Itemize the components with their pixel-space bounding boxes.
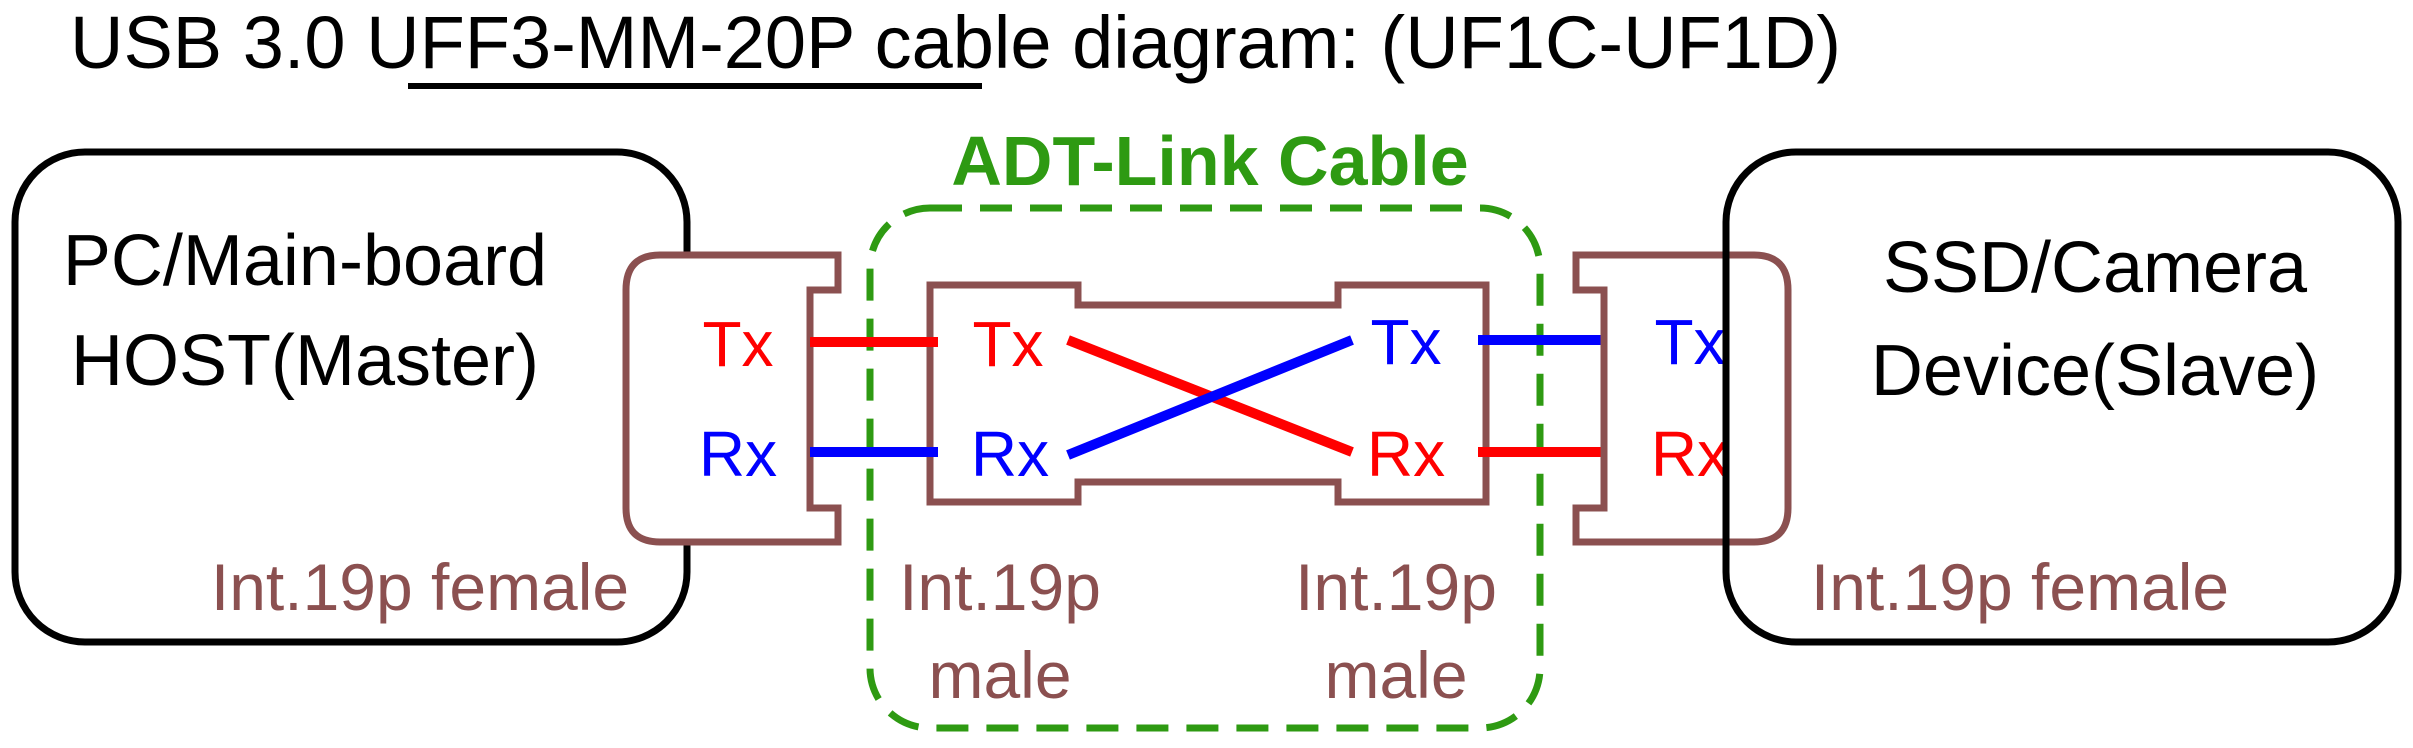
device-rx-label: Rx: [1651, 418, 1729, 490]
device-female-connector: [1572, 251, 1792, 546]
device-tx-label: Tx: [1654, 306, 1725, 378]
diagram-title: USB 3.0 UFF3-MM-20P cable diagram: (UF1C…: [70, 1, 1841, 84]
cable-right-connector-line1: Int.19p: [1295, 550, 1497, 624]
cable-left-connector-line1: Int.19p: [899, 550, 1101, 624]
cable-rx-cross-wire: [1066, 335, 1354, 460]
host-name-line2: HOST(Master): [71, 321, 539, 401]
device-connector-label: Int.19p female: [1811, 550, 2229, 624]
cable-right-connector-line2: male: [1324, 638, 1467, 712]
cable-left-tx-label: Tx: [972, 308, 1043, 380]
host-female-connector: [622, 251, 842, 546]
host-tx-label: Tx: [702, 308, 773, 380]
device-name-line2: Device(Slave): [1871, 331, 2319, 411]
cable-outline: [866, 204, 1544, 732]
cable-right-rx-label: Rx: [1367, 418, 1445, 490]
cable-title: ADT-Link Cable: [951, 122, 1468, 200]
host-rx-label: Rx: [699, 418, 777, 490]
host-connector-label: Int.19p female: [211, 550, 629, 624]
title-prefix: USB 3.0: [70, 1, 366, 84]
cable-right-tx-label: Tx: [1370, 306, 1441, 378]
device-box: [1722, 148, 2402, 646]
title-suffix: cable diagram: (UF1C-UF1D): [854, 1, 1841, 84]
cable-left-rx-label: Rx: [971, 418, 1049, 490]
host-name-line1: PC/Main-board: [63, 221, 547, 301]
title-model: UFF3-MM-20P: [366, 1, 854, 84]
cable-left-connector-line2: male: [928, 638, 1071, 712]
device-name-line1: SSD/Camera: [1883, 228, 2308, 308]
